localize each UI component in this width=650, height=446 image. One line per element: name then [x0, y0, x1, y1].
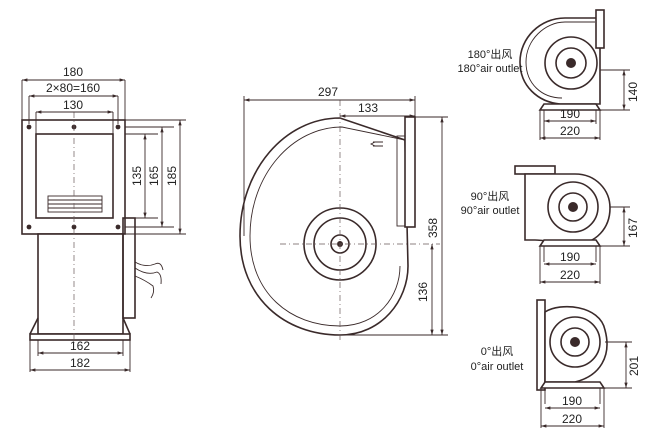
- outlet-180-label-en: 180°air outlet: [458, 63, 523, 75]
- outlet-0-view: 0°出风 0°air outlet 201 190 220: [471, 299, 641, 428]
- outlet-180-label-cn: 180°出风: [468, 47, 513, 61]
- outlet-0-dim-height: 201: [627, 356, 641, 376]
- outlet-90-view: 90°出风 90°air outlet 167 190 220: [461, 165, 640, 284]
- front-dim-135: 135: [130, 166, 144, 186]
- front-dim-162: 162: [70, 339, 90, 353]
- side-view: 297 133 358 136: [239, 85, 448, 340]
- front-dim-182: 182: [70, 356, 90, 370]
- side-dim-297: 297: [318, 85, 338, 99]
- side-dim-136: 136: [416, 282, 430, 302]
- outlet-0-label-cn: 0°出风: [481, 344, 514, 358]
- front-dim-165: 165: [147, 166, 161, 186]
- outlet-0-dim-220: 220: [562, 412, 582, 426]
- outlet-180-dim-height: 140: [626, 82, 640, 102]
- front-view: 180 2×80=160 130 135 165 185 162 182: [21, 65, 186, 372]
- outlet-180-dim-220: 220: [560, 124, 580, 138]
- outlet-90-dim-height: 167: [626, 218, 640, 238]
- outlet-90-label-en: 90°air outlet: [461, 205, 520, 217]
- outlet-90-label-cn: 90°出风: [471, 189, 510, 203]
- front-dim-185: 185: [165, 166, 179, 186]
- mount-hole-icon: [71, 224, 77, 230]
- scroll-housing: [239, 117, 409, 336]
- outlet-0-label-en: 0°air outlet: [471, 361, 524, 373]
- front-dim-130: 130: [63, 98, 83, 112]
- mount-hole-icon: [26, 224, 32, 230]
- front-base: [29, 333, 131, 341]
- mount-hole-icon: [26, 124, 32, 130]
- outlet-0-dim-190: 190: [562, 394, 582, 408]
- side-dim-358: 358: [426, 218, 440, 238]
- front-dim-180: 180: [63, 65, 83, 79]
- outlet-180-dim-190: 190: [560, 107, 580, 121]
- outlet-90-dim-190: 190: [560, 250, 580, 264]
- outlet-90-dim-220: 220: [560, 268, 580, 282]
- outlet-180-view: 180°出风 180°air outlet 140 190 220: [458, 9, 640, 140]
- front-body: [37, 233, 124, 335]
- mount-hole-icon: [115, 124, 121, 130]
- side-dim-133: 133: [358, 101, 378, 115]
- front-flange: [21, 119, 126, 235]
- outlet-flange: [404, 116, 416, 228]
- mount-hole-icon: [115, 224, 121, 230]
- front-dim-hole-pattern: 2×80=160: [46, 81, 100, 95]
